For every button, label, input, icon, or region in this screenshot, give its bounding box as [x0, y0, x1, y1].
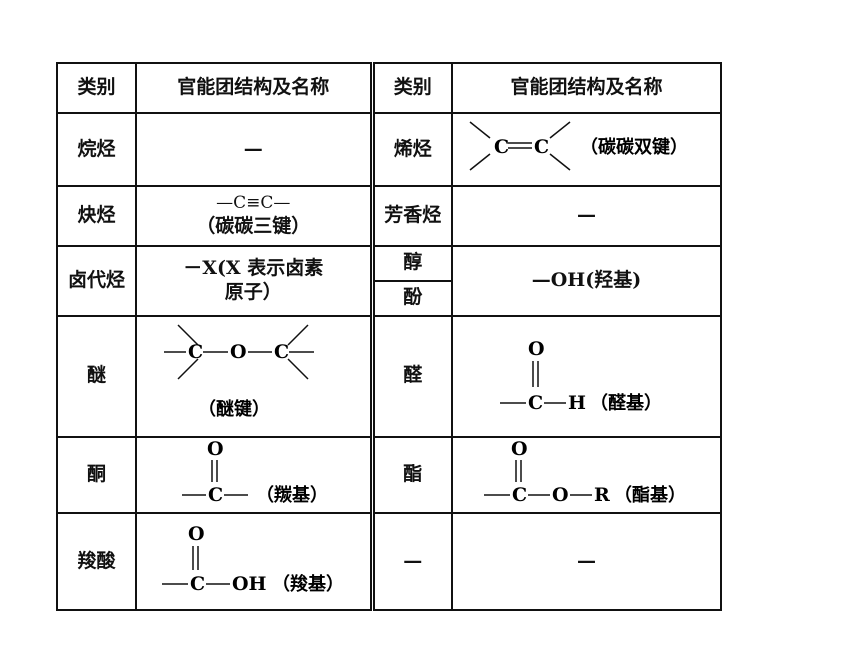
- ester-c: C: [512, 484, 527, 506]
- category-haloalkane: 卤代烃: [56, 244, 137, 317]
- structure-aldehyde: O C H （醛基）: [451, 314, 722, 438]
- acid-name: （羧基）: [272, 573, 344, 595]
- ether-c1: C: [188, 341, 203, 363]
- structure-empty: —: [451, 512, 722, 611]
- ester-o-top: O: [511, 438, 528, 460]
- category-aldehyde: 醛: [371, 314, 453, 438]
- ether-structure-diagram: C O C （醚键）: [164, 324, 315, 420]
- ester-structure-diagram: O C O R （酯基）: [483, 438, 686, 506]
- alkene-c1: C: [494, 136, 509, 158]
- structure-ester: O C O R （酯基）: [451, 435, 722, 515]
- category-aromatic: 芳香烃: [371, 184, 453, 247]
- ketone-structure-diagram: O C （羰基）: [182, 438, 328, 506]
- category-ester: 酯: [371, 435, 453, 515]
- structure-haloalkane: －X(X 表示卤素 原子）: [135, 244, 375, 317]
- category-alkyne: 炔烃: [56, 184, 137, 247]
- structure-acid: O C OH （羧基）: [135, 512, 375, 611]
- category-alcohol: 醇: [371, 244, 453, 282]
- alkene-c2: C: [534, 136, 549, 158]
- ether-o: O: [230, 341, 247, 363]
- category-alkene: 烯烃: [371, 112, 453, 187]
- ketone-c: C: [208, 484, 223, 506]
- category-empty: —: [371, 512, 453, 611]
- header-category-left: 类别: [56, 62, 137, 114]
- category-ketone: 酮: [56, 435, 137, 515]
- ester-name: （酯基）: [614, 484, 686, 506]
- alkyne-name: （碳碳三键）: [196, 214, 311, 237]
- acid-structure-diagram: O C OH （羧基）: [162, 523, 344, 595]
- acid-oh: OH: [232, 573, 267, 595]
- acid-o: O: [188, 523, 205, 545]
- header-structure-left: 官能团结构及名称: [135, 62, 375, 114]
- ketone-name: （羰基）: [256, 484, 328, 506]
- category-alkane: 烷烃: [56, 112, 137, 187]
- haloalkane-line2: 原子）: [224, 280, 282, 303]
- ketone-o: O: [207, 438, 224, 460]
- structure-ketone: O C （羰基）: [135, 435, 375, 515]
- aldehyde-c: C: [528, 392, 543, 414]
- ether-c2: C: [274, 341, 289, 363]
- alkene-name: （碳碳双键）: [580, 136, 688, 158]
- ester-o: O: [552, 484, 569, 506]
- category-phenol: 酚: [371, 279, 453, 317]
- haloalkane-line1: －X(X 表示卤素: [183, 257, 324, 279]
- aldehyde-structure-diagram: O C H （醛基）: [499, 338, 662, 414]
- alkene-structure-diagram: C C （碳碳双键）: [469, 121, 688, 171]
- category-acid: 羧酸: [56, 512, 137, 611]
- structure-alkene: C C （碳碳双键）: [451, 112, 722, 187]
- functional-group-table: 类别 官能团结构及名称 类别 官能团结构及名称 烷烃 — 烯烃 C C （碳碳双…: [56, 62, 722, 611]
- ether-name: （醚键）: [198, 398, 270, 420]
- structure-ether: C O C （醚键）: [135, 314, 375, 438]
- ester-r: R: [594, 484, 610, 506]
- structure-alkane: —: [135, 112, 375, 187]
- structure-aromatic: —: [451, 184, 722, 247]
- category-ether: 醚: [56, 314, 137, 438]
- aldehyde-name: （醛基）: [590, 392, 662, 414]
- header-category-right: 类别: [371, 62, 453, 114]
- header-structure-right: 官能团结构及名称: [451, 62, 722, 114]
- aldehyde-h: H: [568, 392, 586, 414]
- aldehyde-o: O: [528, 338, 545, 360]
- alkyne-formula: —C≡C—: [216, 193, 291, 214]
- acid-c: C: [190, 573, 205, 595]
- structure-hydroxyl: —OH(羟基): [451, 244, 722, 317]
- structure-alkyne: —C≡C— （碳碳三键）: [135, 184, 375, 247]
